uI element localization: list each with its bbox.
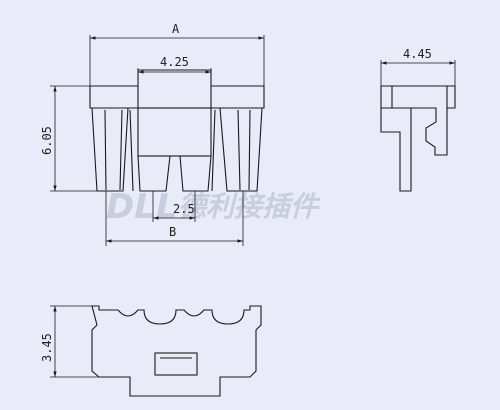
- front-view-labels: A 4.25 6.05 2.5 B: [40, 22, 195, 239]
- dim-a-label: A: [172, 22, 180, 36]
- bottom-view: [91, 305, 262, 397]
- front-view-center-body: [137, 107, 212, 157]
- bottom-view-window: [154, 352, 198, 376]
- dim-2-5-label: 2.5: [173, 202, 195, 216]
- front-view: [89, 69, 265, 192]
- side-view: [380, 85, 456, 192]
- dim-4-25-label: 4.25: [160, 55, 189, 69]
- side-view-body: [380, 85, 456, 192]
- bottom-view-body: [91, 305, 262, 397]
- dim-3-45-label: 3.45: [40, 333, 54, 362]
- watermark-chinese: 德利接插件: [178, 190, 321, 223]
- dim-6-05-label: 6.05: [40, 126, 54, 155]
- watermark-latin: DLL: [106, 187, 178, 227]
- dim-4-45-label: 4.45: [403, 47, 432, 61]
- front-view-contact-right: [179, 155, 212, 192]
- front-view-leg-left: [91, 107, 129, 192]
- side-view-dimensions: [380, 60, 456, 86]
- front-view-contact-left: [137, 155, 171, 192]
- front-view-leg-right: [219, 107, 263, 192]
- dim-b-label: B: [169, 225, 176, 239]
- watermark: DLL 德利接插件: [106, 187, 321, 227]
- front-view-dimensions: [50, 35, 265, 246]
- front-view-header: [89, 69, 265, 109]
- bottom-view-dimensions: [50, 305, 99, 378]
